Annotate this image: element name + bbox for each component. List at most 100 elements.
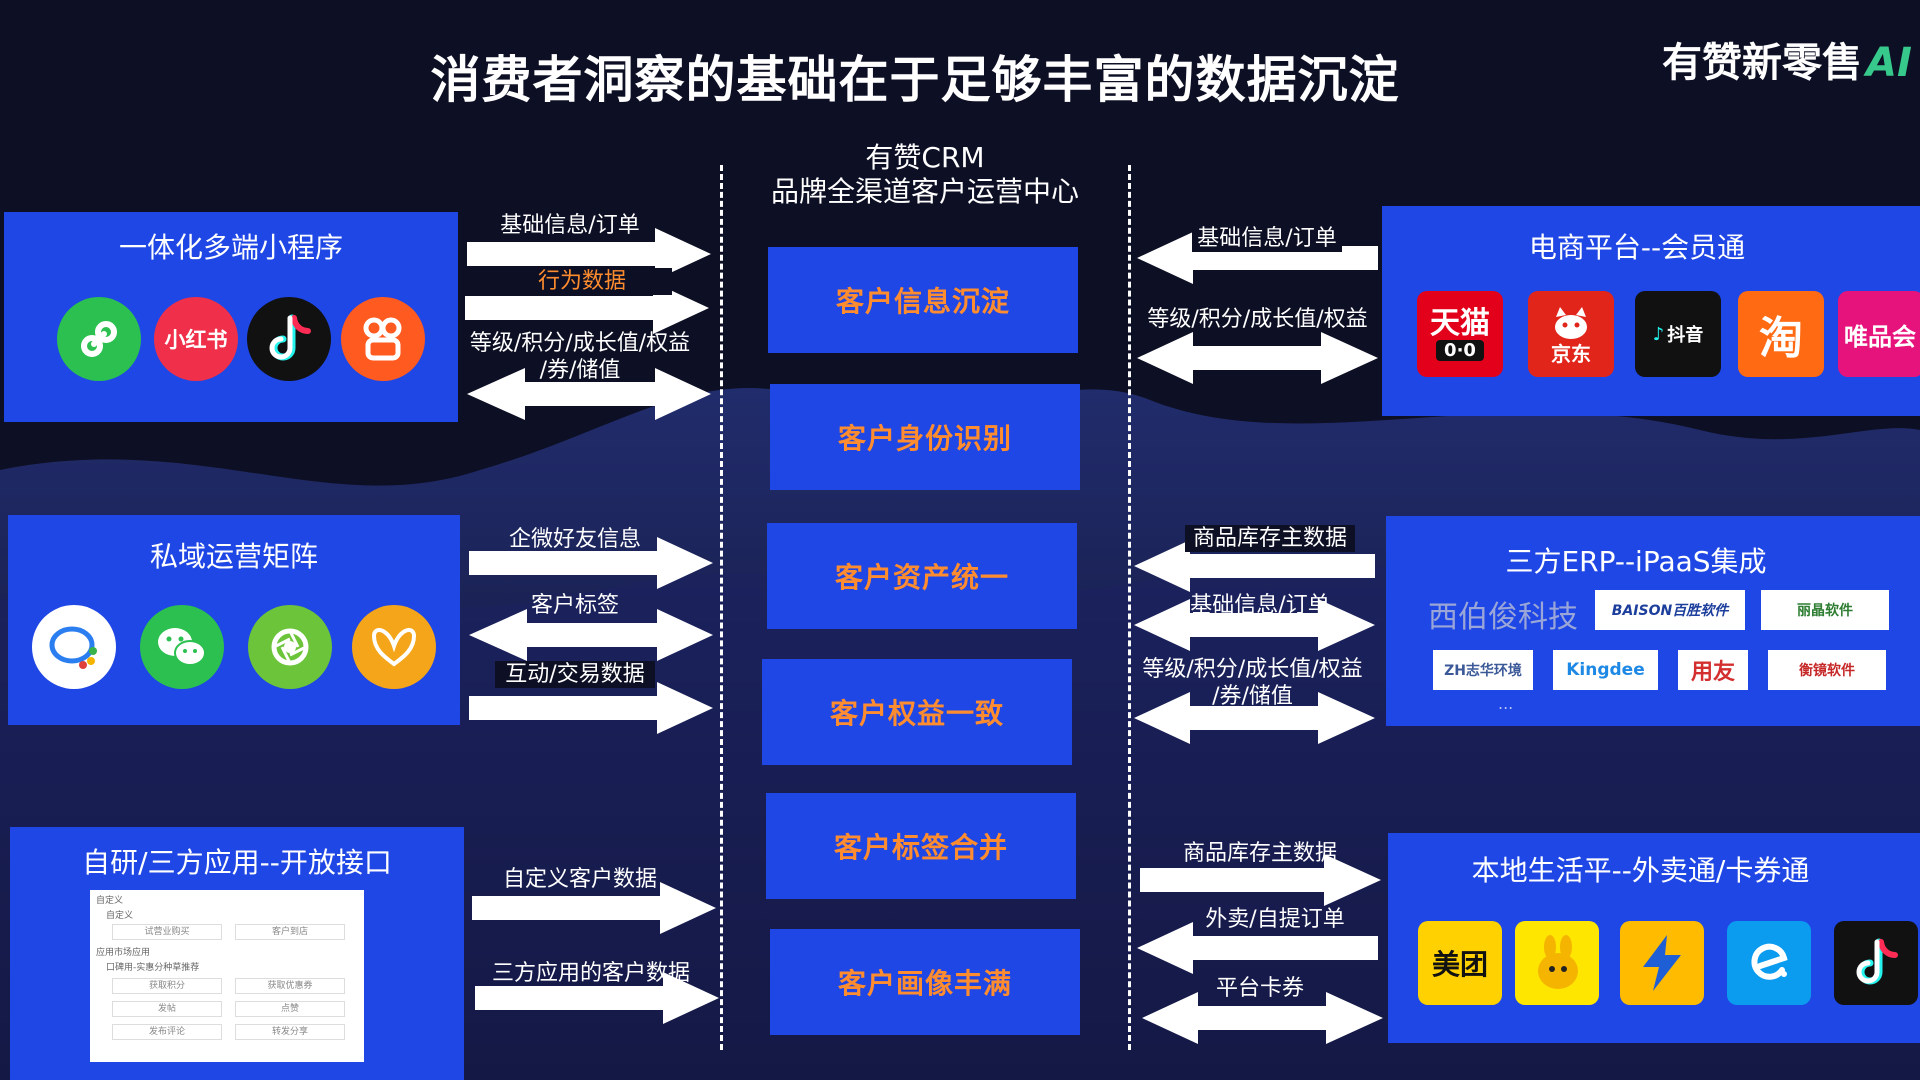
- flow-label: 等级/积分/成长值/权益 /券/储值: [460, 330, 700, 384]
- arrow-right: [467, 228, 711, 280]
- mock-cell: 发布评论: [112, 1024, 222, 1040]
- jd-dog-icon: [1555, 307, 1587, 339]
- brand-ai: AI: [1866, 40, 1912, 86]
- tmall-face: 0·0: [1436, 339, 1484, 361]
- flow-label: 自定义客户数据: [502, 867, 657, 892]
- open-api-panel: 自研/三方应用--开放接口 自定义 自定义 试营业购买 客户到店 应用市场应用 …: [10, 827, 464, 1080]
- jd-text: 京东: [1551, 342, 1591, 366]
- tmall-logo: 天猫 0·0: [1417, 291, 1503, 377]
- miniprogram-link-icon: [57, 297, 141, 381]
- mock-cell: 客户到店: [235, 924, 345, 940]
- crm-center-heading: 有赞CRM 品牌全渠道客户运营中心: [725, 141, 1125, 209]
- arrow-right: [469, 537, 713, 589]
- arrow-bidirectional: [1134, 599, 1375, 651]
- wechat-miniprogram-butterfly-icon: [352, 605, 436, 689]
- douyin-note-icon: [1856, 938, 1898, 985]
- jd-logo: 京东: [1528, 291, 1614, 377]
- flow-label-line: 等级/积分/成长值/权益: [469, 331, 691, 356]
- arrow-bidirectional: [469, 609, 713, 661]
- flow-label: 基础信息/订单: [1190, 593, 1330, 618]
- eleme-icon: [1751, 943, 1788, 980]
- arrow-left: [1134, 540, 1375, 592]
- center-box-info: 客户信息沉淀: [768, 247, 1078, 353]
- xiboyun-logo: 西伯俊科技: [1428, 600, 1578, 635]
- flow-label: 等级/积分/成长值/权益 /券/储值: [1130, 656, 1375, 710]
- arrow-bidirectional: [1142, 992, 1383, 1044]
- tmall-text: 天猫: [1430, 305, 1490, 341]
- digiwin-logo: 衡镜软件: [1768, 650, 1886, 690]
- more-indicator: ...: [1498, 694, 1514, 713]
- private-domain-panel: 私域运营矩阵: [8, 515, 460, 725]
- xiaohongshu-icon: 小红书: [154, 297, 238, 381]
- douyin-logo: ♪抖音: [1635, 291, 1721, 377]
- open-api-title: 自研/三方应用--开放接口: [82, 846, 392, 879]
- mock-cell: 获取优惠券: [235, 978, 345, 994]
- wecom-icon: [32, 605, 116, 689]
- douyin-icon: [247, 297, 331, 381]
- mock-row: 口碑用-实惠分种草推荐: [106, 963, 200, 973]
- erp-title: 三方ERP--iPaaS集成: [1505, 545, 1767, 578]
- crm-name: 有赞CRM: [865, 141, 985, 174]
- flow-label: 基础信息/订单: [500, 213, 640, 238]
- kuaishou-icon: [341, 297, 425, 381]
- mock-cell: 试营业购买: [112, 924, 222, 940]
- arrow-bidirectional: [1134, 692, 1375, 744]
- center-box-assets: 客户资产统一: [767, 523, 1077, 629]
- arrow-left: [1137, 232, 1378, 284]
- meituan-logo: 美团: [1418, 921, 1502, 1005]
- crm-subtitle: 品牌全渠道客户运营中心: [770, 175, 1079, 208]
- mock-cell: 点赞: [235, 1001, 345, 1017]
- kangaroo-logo: [1515, 921, 1599, 1005]
- right-divider: [1128, 165, 1131, 1050]
- lightning-icon: [1643, 935, 1681, 991]
- flow-label: 互动/交易数据: [495, 661, 655, 688]
- taobao-logo: 淘: [1738, 291, 1824, 377]
- flow-label-line: 等级/积分/成长值/权益: [1142, 657, 1363, 682]
- flow-label: 企微好友信息: [508, 527, 641, 552]
- kingdee-logo: Kingdee: [1553, 650, 1658, 690]
- arrow-right: [1140, 854, 1381, 906]
- vipshop-logo: 唯品会: [1838, 291, 1920, 377]
- app-config-screenshot: 自定义 自定义 试营业购买 客户到店 应用市场应用 口碑用-实惠分种草推荐 获取…: [90, 890, 364, 1062]
- flow-label-line: /券/储值: [539, 358, 621, 383]
- lightning-logo: [1620, 921, 1704, 1005]
- arrow-right: [465, 282, 709, 334]
- arrow-bidirectional: [467, 368, 711, 420]
- arrow-right: [472, 882, 716, 934]
- mock-cell: 发帖: [112, 1001, 222, 1017]
- flow-label: 外卖/自提订单: [1205, 907, 1345, 932]
- center-box-tags: 客户标签合并: [766, 793, 1076, 899]
- flow-label: 客户标签: [530, 593, 619, 618]
- arrow-right: [469, 682, 713, 734]
- mock-row: 应用市场应用: [96, 948, 151, 958]
- baison-logo: BAISON百胜软件: [1595, 590, 1745, 630]
- douyin-local-logo: [1834, 921, 1918, 1005]
- wechat-icon: [140, 605, 224, 689]
- local-life-title: 本地生活平--外卖通/卡券通: [1471, 854, 1810, 887]
- kangaroo-icon: [1538, 935, 1578, 989]
- private-domain-title: 私域运营矩阵: [149, 540, 318, 573]
- miniprogram-title: 一体化多端小程序: [118, 231, 343, 264]
- ecommerce-panel: 电商平台--会员通 天猫 0·0 京东 ♪抖音 淘 唯品会: [1382, 206, 1920, 416]
- mock-row: 自定义: [96, 896, 124, 906]
- left-divider: [720, 165, 723, 1050]
- mock-cell: 获取积分: [112, 978, 222, 994]
- flow-label: 等级/积分/成长值/权益: [1147, 307, 1368, 332]
- miniprogram-panel: 一体化多端小程序 小红书: [4, 212, 458, 422]
- center-box-benefits: 客户权益一致: [762, 659, 1072, 765]
- flow-label: 平台卡券: [1215, 976, 1304, 1001]
- regentsoft-logo: 丽晶软件: [1761, 590, 1889, 630]
- douyin-text: 抖音: [1667, 325, 1704, 346]
- flow-label-behavior: 行为数据: [492, 268, 672, 295]
- arrow-left: [1137, 922, 1378, 974]
- flow-label: 商品库存主数据: [1185, 525, 1355, 552]
- mock-row: 自定义: [106, 911, 134, 921]
- flow-label-line: /券/储值: [1212, 684, 1293, 709]
- wechat-channels-icon: [248, 605, 332, 689]
- flow-label: 商品库存主数据: [1182, 841, 1337, 866]
- local-life-panel: 本地生活平--外卖通/卡券通 美团: [1388, 833, 1920, 1043]
- arrow-right: [475, 972, 719, 1024]
- ecommerce-title: 电商平台--会员通: [1528, 231, 1746, 264]
- center-box-portrait: 客户画像丰满: [770, 929, 1080, 1035]
